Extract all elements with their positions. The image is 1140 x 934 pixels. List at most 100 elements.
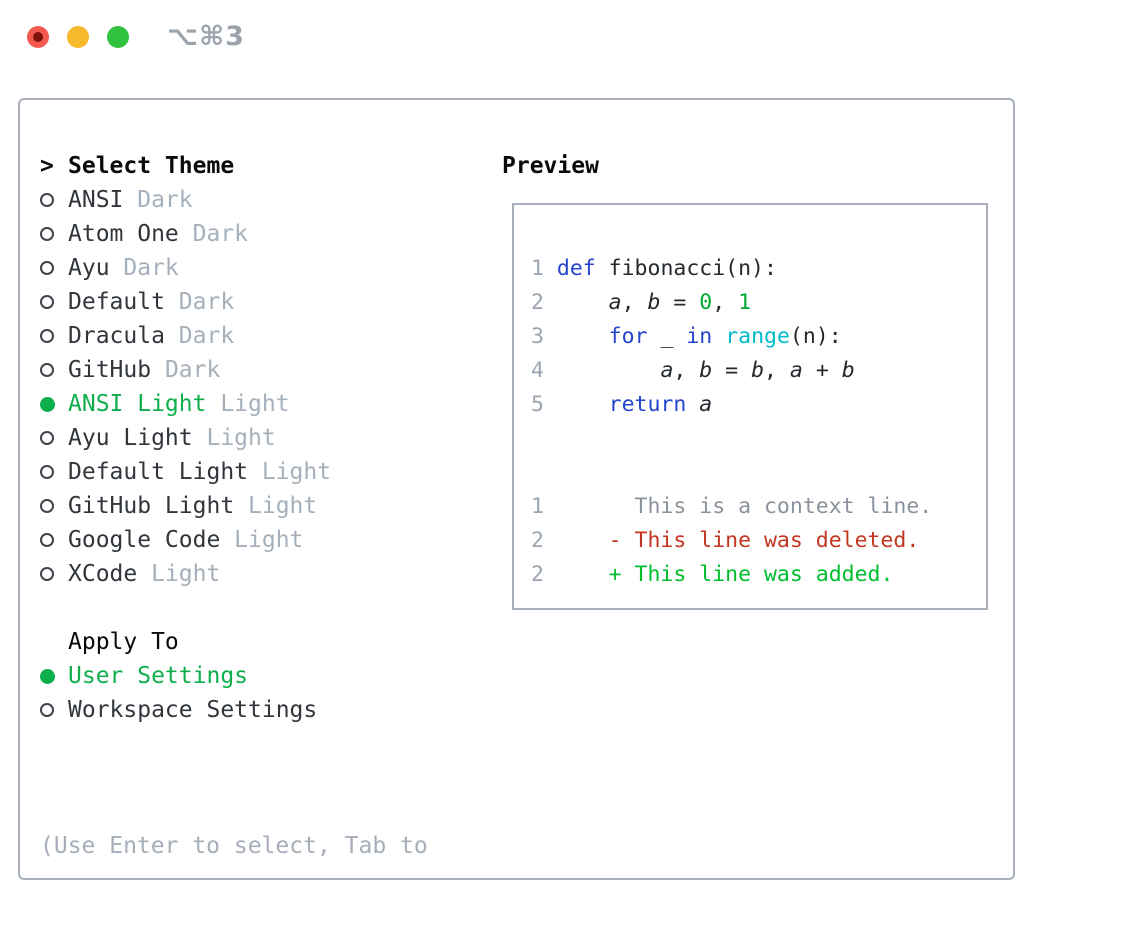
theme-option-ayu-light[interactable]: Ayu Light Light xyxy=(40,421,428,455)
theme-variant-badge: Dark xyxy=(178,323,235,349)
theme-option-dracula[interactable]: Dracula Dark xyxy=(40,319,428,353)
radio-icon xyxy=(40,431,68,445)
apply-option-workspace-settings[interactable]: Workspace Settings xyxy=(40,693,428,727)
theme-option-atom-one[interactable]: Atom One Dark xyxy=(40,217,428,251)
keyboard-hint-line1: (Use Enter to select, Tab to xyxy=(40,833,428,859)
code-token-plain: , xyxy=(764,358,790,383)
apply-option-user-settings[interactable]: User Settings xyxy=(40,659,428,693)
line-number: 2 xyxy=(531,528,544,553)
apply-to-header: Apply To xyxy=(40,625,428,659)
code-token-kw: in xyxy=(686,324,713,349)
line-number: 2 xyxy=(531,290,544,315)
radio-icon xyxy=(40,567,68,581)
theme-option-google-code[interactable]: Google Code Light xyxy=(40,523,428,557)
code-token-plain: = xyxy=(660,290,700,315)
theme-option-label: Atom One xyxy=(68,221,179,247)
focus-caret-icon: > xyxy=(40,153,54,179)
code-token-plain xyxy=(557,354,661,388)
apply-option-label: Workspace Settings xyxy=(68,697,318,723)
code-line: 1 def fibonacci(n): xyxy=(531,252,986,286)
close-button-dot-icon xyxy=(33,32,43,42)
diff-line: 2 - This line was deleted. xyxy=(531,524,986,558)
code-token-kw: return xyxy=(608,392,687,417)
spacer xyxy=(40,727,428,761)
theme-variant-badge: Light xyxy=(234,527,304,553)
code-token-num: 0 xyxy=(699,290,713,315)
code-token-plain: , xyxy=(712,290,739,315)
theme-option-xcode[interactable]: XCode Light xyxy=(40,557,428,591)
theme-variant-badge: Light xyxy=(248,493,318,519)
theme-variant-badge: Light xyxy=(220,391,290,417)
radio-icon xyxy=(40,295,68,309)
theme-option-github[interactable]: GitHub Dark xyxy=(40,353,428,387)
select-theme-header: > Select Theme xyxy=(40,149,428,183)
code-token-add: + This line was added. xyxy=(556,562,894,587)
theme-option-label: ANSI xyxy=(68,187,124,213)
theme-option-label: Default Light xyxy=(68,459,249,485)
minimize-button[interactable] xyxy=(67,26,89,48)
code-line: 2 a, b = 0, 1 xyxy=(531,286,986,320)
theme-variant-badge: Light xyxy=(151,561,221,587)
code-token-var: b xyxy=(751,358,765,383)
code-token-plain xyxy=(712,320,725,354)
code-token-plain xyxy=(557,388,609,422)
window-title: ⌥⌘3 xyxy=(167,21,245,52)
theme-option-default-light[interactable]: Default Light Light xyxy=(40,455,428,489)
code-token-var: b xyxy=(699,358,713,383)
radio-icon xyxy=(40,703,68,717)
line-number: 4 xyxy=(531,358,544,383)
code-token-plain: , xyxy=(673,358,700,383)
code-token-var: a xyxy=(789,358,803,383)
line-number: 1 xyxy=(531,256,544,281)
theme-option-label: GitHub Light xyxy=(68,493,235,519)
keyboard-hint: (Use Enter to select, Tab to change focu… xyxy=(40,761,428,934)
theme-variant-badge: Dark xyxy=(123,255,179,281)
code-token-plain: , xyxy=(621,290,648,315)
theme-option-label: Google Code xyxy=(68,527,221,553)
theme-option-label: XCode xyxy=(68,561,138,587)
theme-option-github-light[interactable]: GitHub Light Light xyxy=(40,489,428,523)
theme-option-label: Ayu Light xyxy=(68,425,193,451)
theme-variant-badge: Dark xyxy=(178,289,235,315)
zoom-button[interactable] xyxy=(107,26,129,48)
radio-icon xyxy=(40,533,68,547)
preview-header-label: Preview xyxy=(502,153,599,179)
code-token-kw: def xyxy=(556,256,596,281)
theme-option-label: GitHub xyxy=(68,357,152,383)
code-token-plain: _ xyxy=(647,324,687,349)
theme-option-ayu[interactable]: Ayu Dark xyxy=(40,251,428,285)
code-line: 5 return a xyxy=(531,388,986,422)
code-token-plain xyxy=(686,388,699,422)
code-token-ctx: This is a context line. xyxy=(556,494,933,519)
apply-option-label: User Settings xyxy=(68,663,249,689)
theme-variant-badge: Light xyxy=(206,425,276,451)
close-button[interactable] xyxy=(27,26,49,48)
code-token-plain: fibonacci(n): xyxy=(595,256,777,281)
radio-icon xyxy=(40,227,68,241)
radio-icon xyxy=(40,193,68,207)
code-token-num: 1 xyxy=(738,290,752,315)
radio-icon xyxy=(40,363,68,377)
line-number: 5 xyxy=(531,392,544,417)
theme-option-label: Dracula xyxy=(68,323,165,349)
theme-option-label: Ayu xyxy=(68,255,110,281)
code-token-var: a xyxy=(699,392,713,417)
diff-line: 1 This is a context line. xyxy=(531,490,986,524)
theme-variant-badge: Dark xyxy=(192,221,249,247)
radio-icon xyxy=(40,261,68,275)
select-theme-header-label: Select Theme xyxy=(68,153,235,179)
theme-variant-badge: Light xyxy=(261,459,332,485)
theme-variant-badge: Dark xyxy=(164,357,221,383)
code-token-plain xyxy=(557,320,609,354)
code-token-var: a xyxy=(660,358,674,383)
code-line: 4 a, b = b, a + b xyxy=(531,354,986,388)
